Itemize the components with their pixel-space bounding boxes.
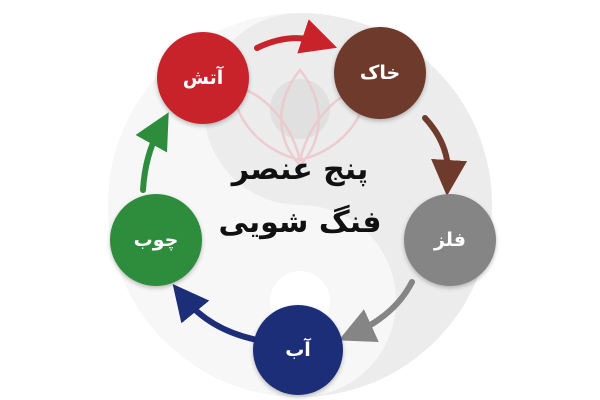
element-water-node: آب [253, 305, 343, 395]
arrow-water-to-wood [172, 284, 260, 343]
arrow-earth-to-metal [422, 115, 468, 196]
diagram-title-line-1: پنج عنصر [231, 152, 369, 187]
arrow-wood-to-fire [135, 112, 169, 193]
diagram-title-line-2: فنگ شویی [218, 205, 382, 240]
element-metal-label: فلز [433, 229, 467, 251]
element-fire-label: آتش [182, 67, 224, 89]
element-earth-node: خاک [334, 27, 426, 119]
element-water-label: آب [285, 339, 311, 361]
element-wood-node: چوب [110, 194, 202, 286]
element-fire-node: آتش [157, 32, 249, 124]
element-metal-node: فلز [404, 194, 496, 286]
element-wood-label: چوب [133, 229, 179, 251]
arrow-fire-to-earth [254, 19, 338, 54]
arrow-metal-to-water [338, 279, 415, 343]
element-earth-label: خاک [359, 62, 401, 84]
